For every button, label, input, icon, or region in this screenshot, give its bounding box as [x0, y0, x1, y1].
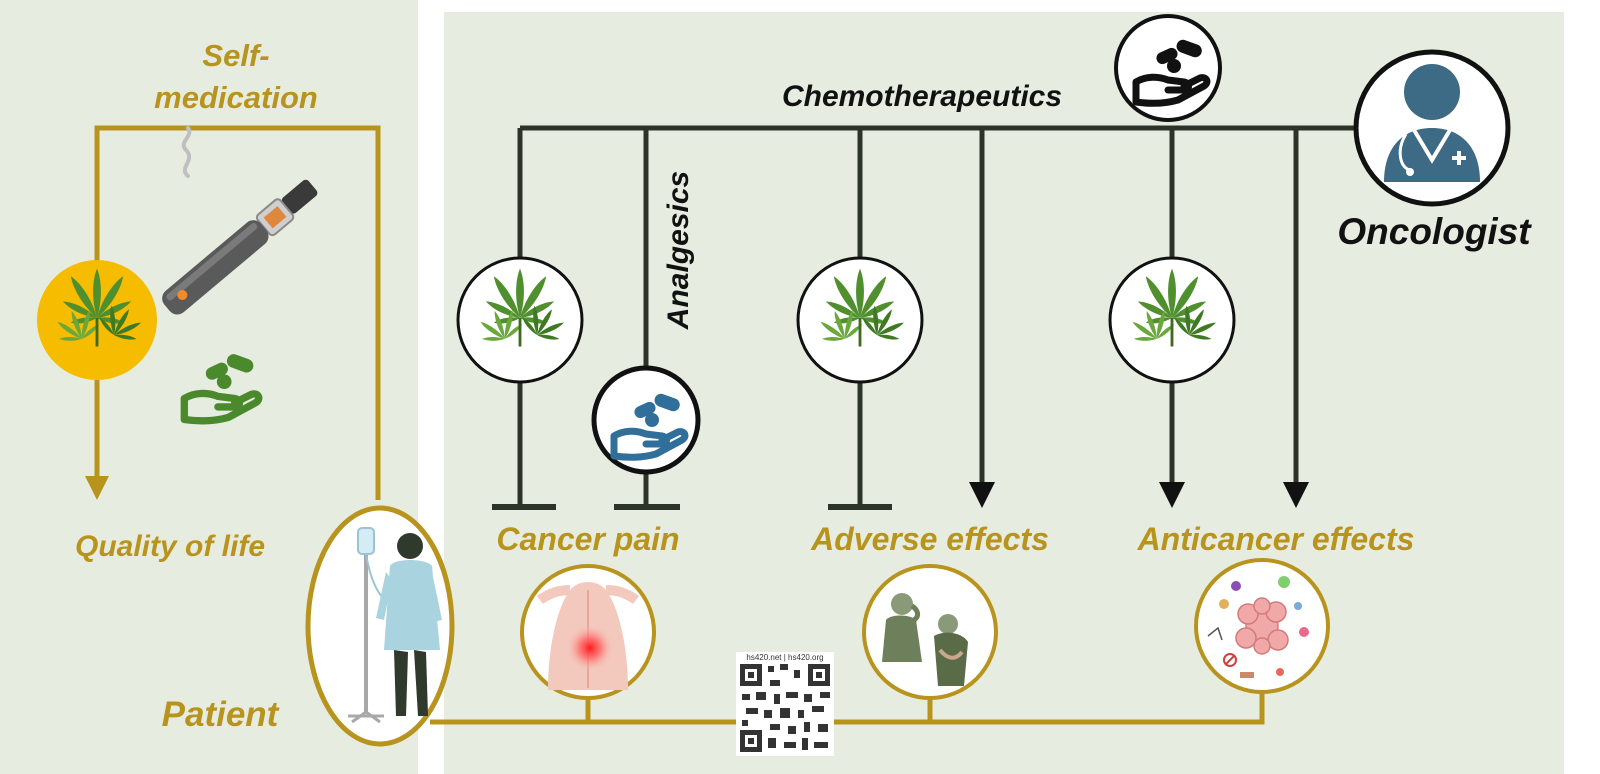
doctor-icon	[1384, 64, 1480, 182]
anticancer-effects-label: Anticancer effects	[1137, 521, 1415, 557]
oncologist-circle	[1353, 49, 1511, 207]
nausea-figures-icon	[882, 593, 968, 686]
self-medication-label-line1: Self-	[202, 38, 269, 73]
anticancer-effects-circle	[1194, 558, 1330, 694]
arrowhead-anticancer-effects-2	[1283, 482, 1309, 508]
chemotherapeutics-label: Chemotherapeutics	[782, 80, 1062, 113]
adverse-effects-circle	[862, 564, 998, 700]
quality-of-life-label: Quality of life	[75, 530, 265, 563]
oncologist-label: Oncologist	[1337, 211, 1532, 252]
arrowhead-adverse-effects	[969, 482, 995, 508]
self-medication-label-line2: medication	[154, 80, 318, 115]
cannabis-circle-adverse-effects	[796, 256, 924, 384]
cannabis-circle-cancer-pain	[456, 256, 584, 384]
analgesics-circle	[591, 365, 701, 475]
vape-pen-icon	[162, 126, 318, 315]
patient-with-iv-icon	[348, 527, 442, 724]
qr-caption: hs420.net | hs420.org	[746, 653, 823, 662]
patient-outcomes-connector	[430, 692, 1265, 725]
patient-oval	[305, 505, 455, 747]
cannabis-circle-anticancer-effects	[1108, 256, 1236, 384]
tumor-cell-icon	[1207, 576, 1309, 678]
cannabis-highlight-circle	[37, 260, 157, 380]
back-pain-icon	[537, 582, 639, 690]
adverse-effects-label: Adverse effects	[810, 521, 1049, 557]
chemotherapy-pills-circle	[1114, 14, 1222, 122]
arrowhead-anticancer-effects-1	[1159, 482, 1185, 508]
cancer-pain-circle	[520, 564, 656, 700]
analgesics-label: Analgesics	[662, 171, 695, 330]
patient-label: Patient	[162, 695, 280, 734]
qr-code-icon: hs420.net | hs420.org	[736, 652, 834, 756]
quality-of-life-arrowhead	[85, 476, 109, 500]
self-medication-loop	[85, 125, 381, 500]
cancer-pain-label: Cancer pain	[496, 521, 679, 557]
